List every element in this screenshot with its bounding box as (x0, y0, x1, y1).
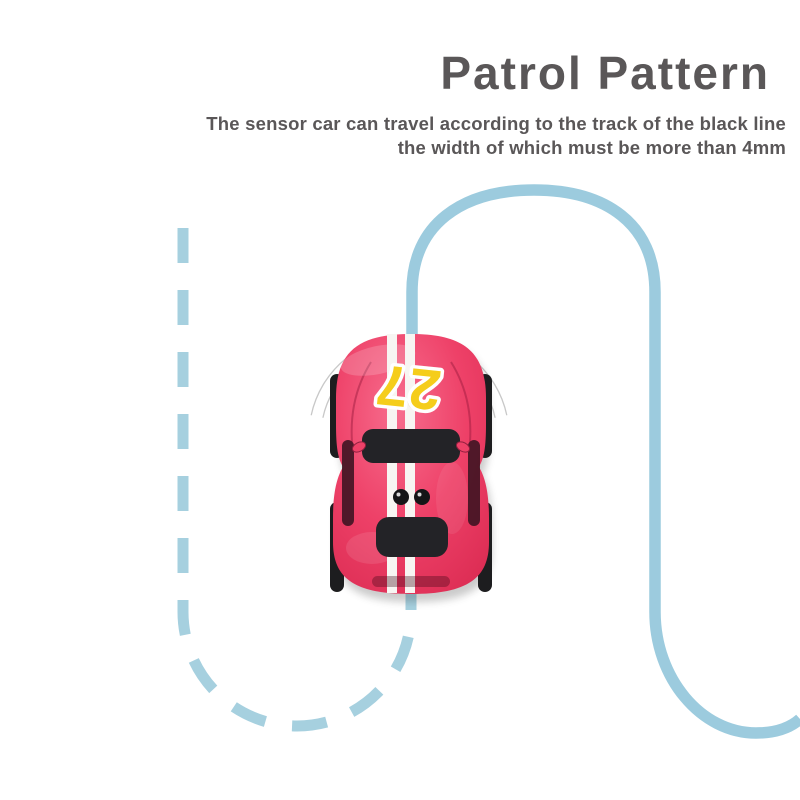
track-dashed-path (177, 228, 417, 732)
car-side-mirror (351, 441, 367, 453)
car-hood-crease (450, 361, 472, 443)
car-side-mirror (455, 441, 471, 453)
track-solid-path (406, 184, 800, 739)
subtitle: The sensor car can travel according to t… (206, 112, 786, 161)
car-number: 27 (372, 352, 444, 422)
subtitle-line-2: the width of which must be more than 4mm (397, 137, 786, 159)
sensor-car: 27 27 (330, 334, 492, 602)
racing-stripe (387, 334, 397, 593)
car-sensor-button (414, 489, 430, 505)
car-sensor-button-highlight (396, 492, 401, 497)
car-windshield (362, 429, 460, 463)
racing-stripe (405, 334, 415, 593)
car-hood-crease (350, 361, 372, 443)
car-rear-bumper (372, 576, 450, 587)
header: Patrol Pattern The sensor car can travel… (206, 50, 786, 161)
car-number-shadow: 27 (369, 353, 441, 423)
car-rear-window (376, 517, 448, 557)
subtitle-line-1: The sensor car can travel according to t… (206, 113, 786, 134)
car-sensor-button-highlight (417, 492, 422, 497)
car-sensor-button (393, 489, 409, 505)
page-title: Patrol Pattern (440, 47, 770, 99)
car-number-group: 27 27 (369, 348, 448, 425)
car-highlight (436, 462, 468, 534)
car-side-window (468, 440, 480, 526)
car-side-window (342, 440, 354, 526)
